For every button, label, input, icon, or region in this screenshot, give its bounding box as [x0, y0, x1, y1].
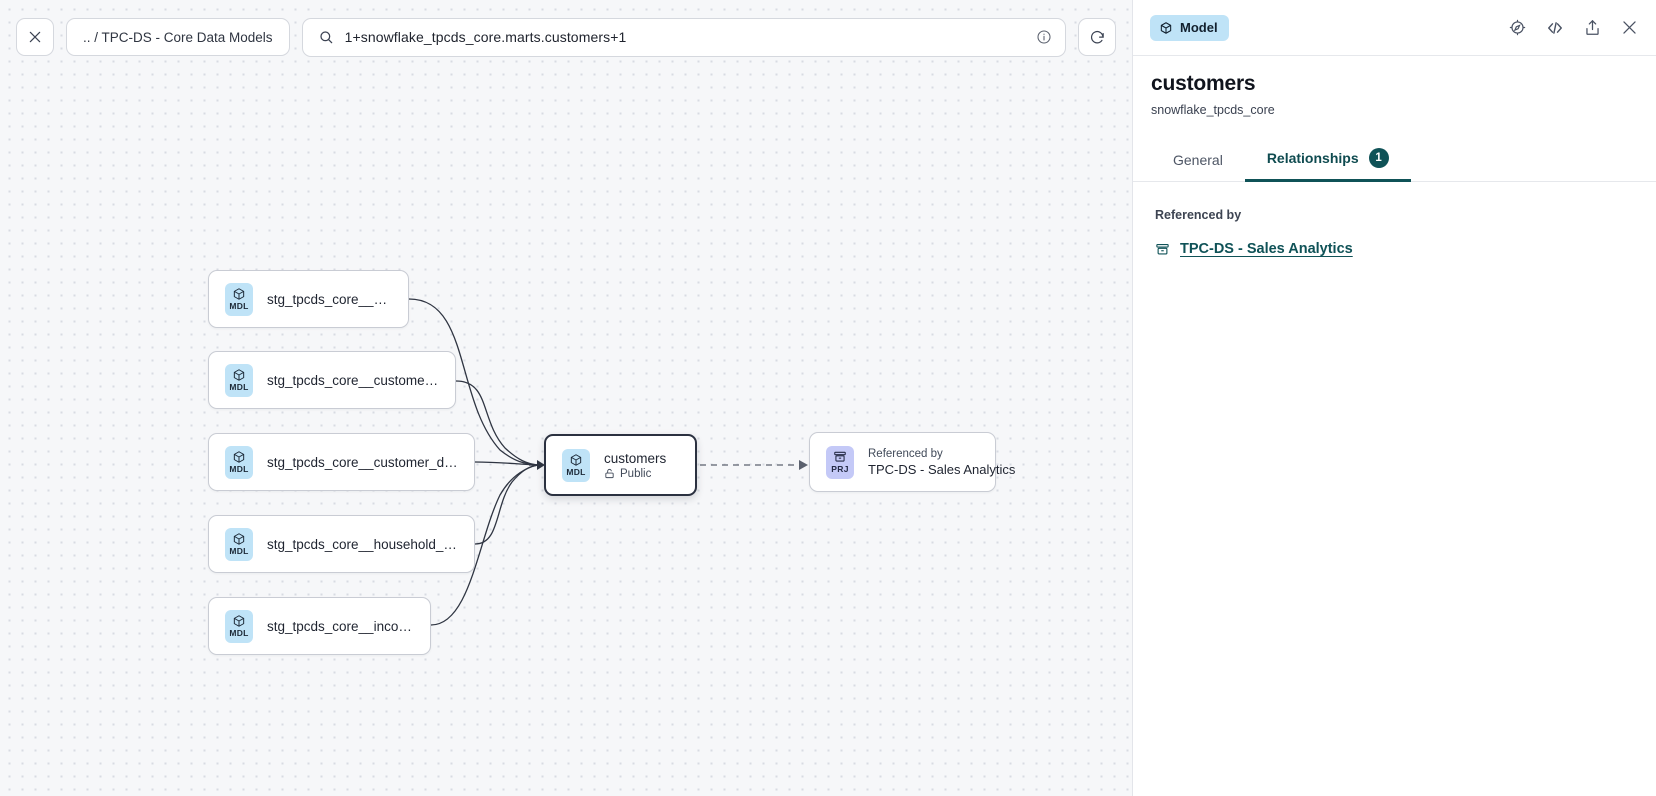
node-title: stg_tpcds_core__customer [267, 291, 392, 307]
entity-type-chip[interactable]: Model [1150, 14, 1229, 41]
model-badge: MDL [225, 363, 253, 397]
close-icon [27, 29, 43, 45]
cube-icon [232, 368, 246, 382]
close-icon[interactable] [1620, 18, 1639, 37]
breadcrumb-label: .. / TPC-DS - Core Data Models [83, 29, 273, 45]
badge-text: MDL [229, 464, 249, 474]
lock-icon [604, 468, 615, 479]
tab-count-badge: 1 [1368, 148, 1389, 168]
badge-text: PRJ [831, 464, 849, 474]
tab-label: Relationships [1266, 150, 1359, 166]
node-body: stg_tpcds_core__customer_address [267, 373, 439, 388]
panel-actions [1508, 18, 1639, 38]
breadcrumb[interactable]: .. / TPC-DS - Core Data Models [66, 18, 290, 56]
refresh-icon [1089, 29, 1106, 46]
visibility-label: Public [620, 467, 652, 480]
search-input[interactable]: 1+snowflake_tpcds_core.marts.customers+1 [301, 17, 1066, 57]
node-overline: Referenced by [868, 447, 943, 460]
lineage-canvas[interactable]: MDL stg_tpcds_core__customer MDL stg_t [0, 0, 1132, 796]
cube-icon [232, 532, 246, 546]
graph-node-stg-household-demographics[interactable]: MDL stg_tpcds_core__household_demogr… [208, 515, 475, 573]
node-body: stg_tpcds_core__customer_demogra… [267, 455, 458, 470]
model-badge: MDL [225, 609, 253, 643]
cube-icon [232, 287, 246, 301]
cube-icon [232, 614, 246, 628]
tab-label: General [1173, 152, 1223, 168]
badge-text: MDL [229, 382, 249, 392]
search-icon [318, 29, 334, 45]
node-body: stg_tpcds_core__income_band [267, 619, 414, 634]
model-badge: MDL [225, 527, 253, 561]
panel-body: Referenced by TPC-DS - Sales Analytics [1133, 182, 1656, 257]
cube-icon [569, 453, 583, 467]
graph-node-stg-income-band[interactable]: MDL stg_tpcds_core__income_band [208, 597, 431, 655]
node-title: stg_tpcds_core__customer_address [267, 372, 439, 388]
node-visibility: Public [604, 468, 666, 480]
cube-icon [1159, 21, 1173, 35]
archive-icon [833, 450, 847, 464]
graph-node-customers-selected[interactable]: MDL customers Public [544, 434, 697, 496]
tab-relationships[interactable]: Relationships 1 [1244, 148, 1411, 182]
cube-icon [232, 450, 246, 464]
graph-node-stg-customer-demographics[interactable]: MDL stg_tpcds_core__customer_demogra… [208, 433, 475, 491]
graph-node-project-sales-analytics[interactable]: PRJ Referenced by TPC-DS - Sales Analyti… [809, 432, 1016, 492]
model-badge: MDL [225, 282, 253, 316]
model-badge: MDL [562, 448, 590, 482]
panel-header: customers snowflake_tpcds_core [1133, 56, 1656, 117]
info-circle-icon[interactable] [1036, 29, 1052, 45]
graph-node-stg-customer-address[interactable]: MDL stg_tpcds_core__customer_address [208, 351, 456, 409]
details-panel: Model [1132, 0, 1656, 796]
badge-text: MDL [229, 301, 249, 311]
chip-label: Model [1180, 20, 1218, 35]
panel-tabs: General Relationships 1 [1133, 148, 1656, 182]
refresh-button[interactable] [1078, 18, 1116, 56]
share-icon[interactable] [1583, 18, 1602, 37]
badge-text: MDL [229, 628, 249, 638]
close-button[interactable] [16, 18, 54, 56]
model-badge: MDL [225, 445, 253, 479]
tab-general[interactable]: General [1151, 152, 1245, 182]
graph-node-stg-customer[interactable]: MDL stg_tpcds_core__customer [208, 270, 409, 328]
page-subtitle: snowflake_tpcds_core [1151, 103, 1275, 117]
code-icon[interactable] [1545, 18, 1565, 38]
section-label-referenced-by: Referenced by [1155, 208, 1242, 222]
node-title: stg_tpcds_core__household_demogr… [267, 536, 458, 552]
badge-text: MDL [566, 467, 586, 477]
project-badge: PRJ [826, 445, 854, 479]
node-body: customers Public [604, 451, 666, 480]
node-title: TPC-DS - Sales Analytics [868, 461, 1016, 477]
node-title: stg_tpcds_core__income_band [267, 618, 414, 634]
graph-nodes: MDL stg_tpcds_core__customer MDL stg_t [208, 270, 1016, 655]
page-title: customers [1151, 72, 1256, 95]
referenced-by-link[interactable]: TPC-DS - Sales Analytics [1180, 241, 1353, 257]
lineage-compass-icon[interactable] [1508, 18, 1527, 37]
node-title: stg_tpcds_core__customer_demogra… [267, 454, 458, 470]
search-value: 1+snowflake_tpcds_core.marts.customers+1 [344, 29, 627, 45]
list-item[interactable]: TPC-DS - Sales Analytics [1155, 241, 1638, 257]
badge-text: MDL [229, 546, 249, 556]
node-body: Referenced by TPC-DS - Sales Analytics [868, 447, 1016, 477]
canvas-toolbar: .. / TPC-DS - Core Data Models 1+snowfla… [0, 0, 1132, 74]
node-body: stg_tpcds_core__customer [267, 292, 392, 307]
node-title: customers [604, 450, 667, 466]
project-icon [1155, 242, 1170, 257]
panel-top-bar: Model [1133, 0, 1656, 56]
node-body: stg_tpcds_core__household_demogr… [267, 537, 458, 552]
